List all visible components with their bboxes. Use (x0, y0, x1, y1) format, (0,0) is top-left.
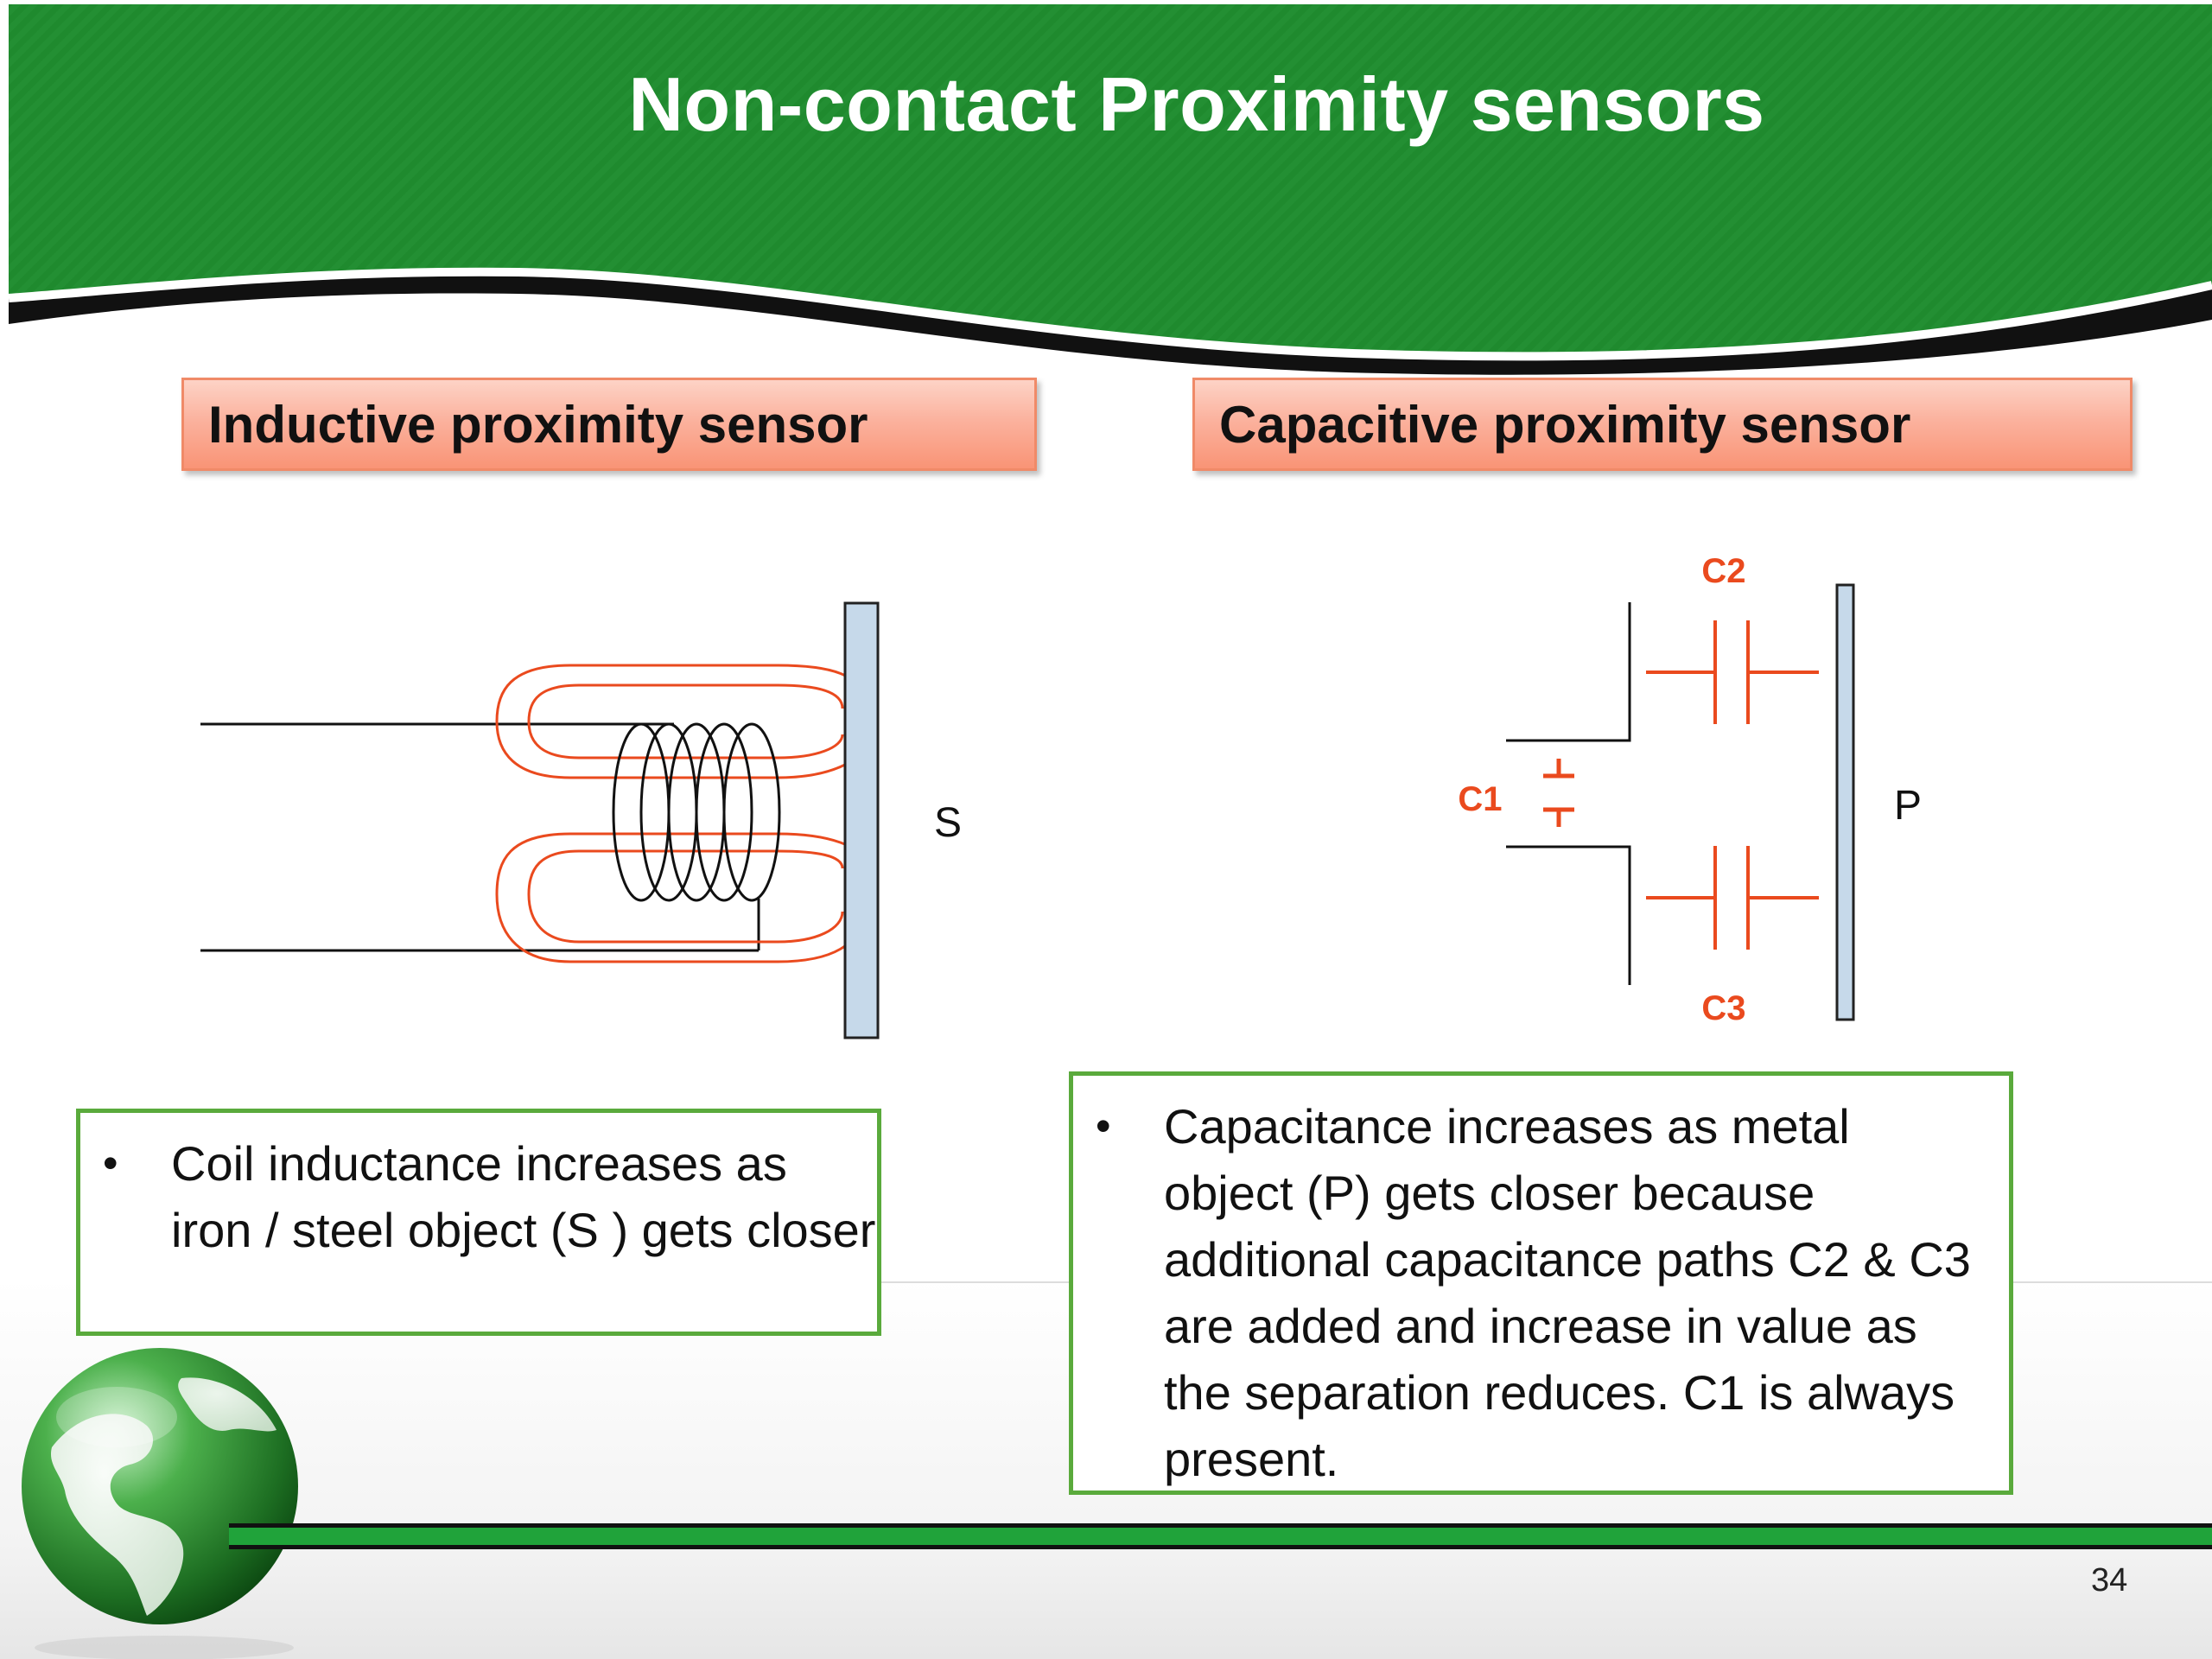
capacitor-c2 (1646, 620, 1819, 724)
capacitive-heading: Capacitive proximity sensor (1192, 378, 2133, 471)
earth-globe-icon (22, 1348, 298, 1659)
upper-electrode (1506, 602, 1631, 742)
divider-right (2013, 1281, 2212, 1283)
coil-winding (612, 722, 781, 902)
c1-label: C1 (1458, 780, 1502, 818)
c2-label: C2 (1701, 552, 1745, 590)
inductive-heading: Inductive proximity sensor (181, 378, 1037, 471)
header-banner (8, 4, 2212, 375)
sensor-diagrams: S P C2 C3 C1 (200, 552, 1922, 1039)
divider-left (881, 1281, 1071, 1283)
inductive-heading-text: Inductive proximity sensor (208, 395, 868, 454)
footer-bar (229, 1523, 2212, 1549)
capacitive-heading-text: Capacitive proximity sensor (1219, 395, 1911, 454)
metal-object-plate (1835, 583, 1855, 1021)
c3-label: C3 (1701, 989, 1745, 1027)
capacitive-description-box: Capacitance increases as metal object (P… (1069, 1071, 2013, 1495)
object-s-label: S (934, 800, 962, 846)
inductive-sensor-diagram: S (200, 601, 962, 1039)
inductive-description-box: Coil inductance increases as iron / stee… (76, 1109, 881, 1336)
page-number: 34 (2091, 1562, 2128, 1599)
capacitive-sensor-diagram: P C2 C3 C1 (1458, 552, 1922, 1027)
steel-object-plate (843, 601, 880, 1039)
slide-title: Non-contact Proximity sensors (628, 61, 1765, 147)
capacitor-c3 (1646, 846, 1819, 950)
inductive-bullet: Coil inductance increases as iron / stee… (80, 1130, 877, 1263)
capacitive-bullet: Capacitance increases as metal object (P… (1073, 1093, 2009, 1492)
lower-electrode (1506, 845, 1631, 985)
object-p-label: P (1894, 783, 1922, 829)
magnetic-field-lines (495, 664, 866, 963)
capacitor-c1 (1543, 759, 1574, 827)
